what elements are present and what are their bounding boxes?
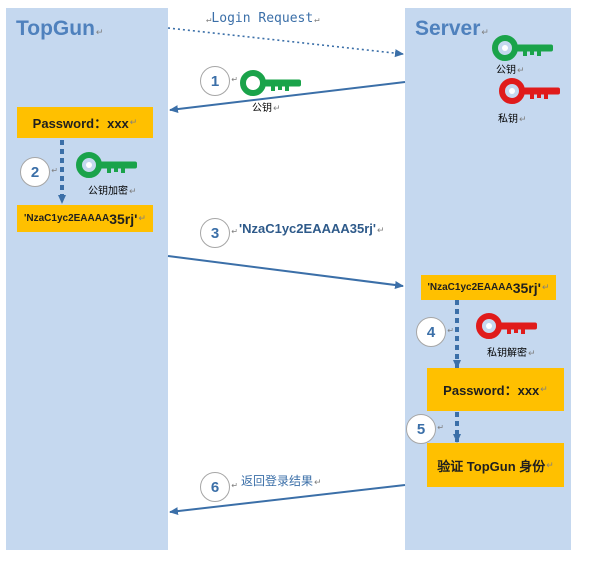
login-request-arrow <box>167 27 404 58</box>
step6-arrow <box>169 484 406 516</box>
step-5-badge: 5↵ <box>406 414 444 444</box>
server-verify-box: 验证 TopGun 身份↵ <box>427 443 564 487</box>
step2-key-label: 公钥加密↵ <box>88 186 137 197</box>
step3-arrow <box>167 255 404 289</box>
private-key-icon <box>499 78 565 106</box>
client-lane: TopGun↵ <box>6 8 168 550</box>
server-public-key-label: 公钥↵ <box>496 65 525 76</box>
client-password-box: Password：xxx↵ <box>17 107 153 138</box>
step1-arrow <box>169 81 406 114</box>
public-key-icon <box>76 152 142 180</box>
client-title: TopGun↵ <box>16 17 104 40</box>
public-key-icon <box>240 70 306 98</box>
private-key-icon <box>476 313 542 341</box>
server-title: Server↵ <box>415 17 489 40</box>
step4-key-label: 私钥解密↵ <box>487 348 536 359</box>
step3-message: 'NzaC1yc2EAAAA35rj'↵ <box>239 221 385 236</box>
public-key-icon <box>492 35 558 63</box>
step-3-badge: 3↵ <box>200 218 238 248</box>
step1-key-label: 公钥↵ <box>252 103 281 114</box>
step-4-badge: 4↵ <box>416 317 454 347</box>
server-password-box: Password：xxx↵ <box>427 368 564 411</box>
step-2-badge: 2↵ <box>20 157 58 187</box>
step6-message: 返回登录结果↵ <box>241 474 322 488</box>
server-private-key-label: 私钥↵ <box>498 114 527 125</box>
step-6-badge: 6↵ <box>200 472 238 502</box>
login-request-label: ↵Login Request↵ <box>206 11 320 26</box>
step-1-badge: 1↵ <box>200 66 238 96</box>
